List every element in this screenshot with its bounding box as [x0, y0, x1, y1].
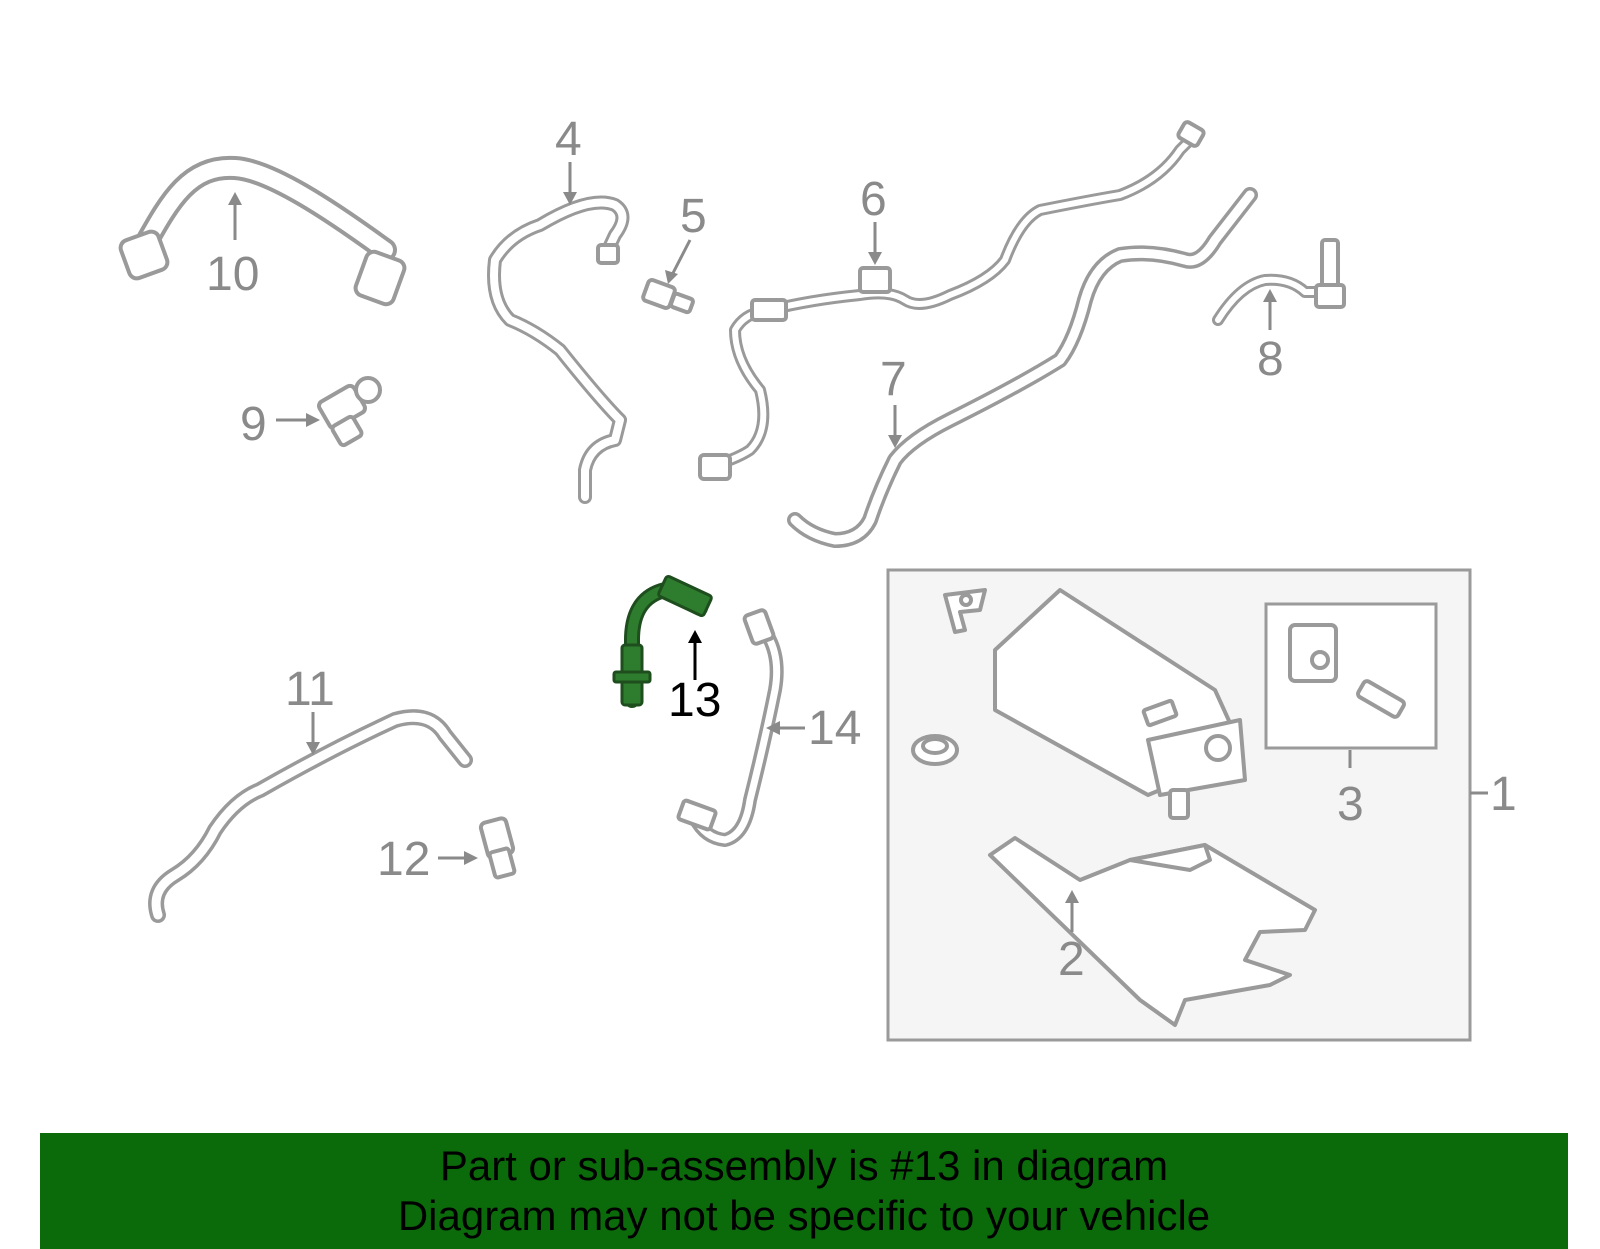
arrow-4: [563, 192, 577, 205]
leader-5: [670, 239, 692, 276]
callout-2: 2: [1058, 933, 1085, 986]
arrow-5: [665, 270, 678, 284]
callout-9: 9: [240, 398, 267, 451]
part-2-shield[interactable]: [988, 836, 1317, 1027]
arrow-14: [766, 721, 780, 735]
arrow-9: [306, 413, 320, 427]
callout-14: 14: [808, 702, 861, 755]
part-8-hose[interactable]: [1212, 238, 1346, 326]
parts-diagram: 10 4 5 6 7 8: [118, 113, 1517, 1042]
arrow-6: [868, 252, 882, 265]
banner-line-2: Diagram may not be specific to your vehi…: [397, 1192, 1211, 1239]
arrow-2: [1065, 890, 1079, 903]
callout-5: 5: [680, 190, 707, 243]
part-10-hose[interactable]: [118, 155, 407, 307]
callout-4: 4: [555, 113, 582, 166]
arrow-12: [464, 851, 478, 865]
callout-12: 12: [377, 833, 430, 886]
part-3-box: [1264, 602, 1438, 750]
arrow-13: [688, 630, 702, 643]
arrow-10: [228, 192, 242, 205]
part-5-valve[interactable]: [641, 278, 695, 315]
callout-11: 11: [285, 663, 335, 716]
part-14-tube[interactable]: [676, 608, 784, 847]
part-9-sensor[interactable]: [317, 376, 382, 448]
banner-line-1: Part or sub-assembly is #13 in diagram: [439, 1142, 1169, 1189]
grommet: [911, 734, 959, 766]
callout-13: 13: [668, 674, 721, 727]
arrow-11: [306, 742, 320, 755]
callout-8: 8: [1257, 333, 1284, 386]
part-7-tube[interactable]: [787, 187, 1258, 548]
part-12-valve[interactable]: [478, 816, 517, 880]
callout-1: 1: [1490, 768, 1517, 821]
canister[interactable]: [993, 588, 1247, 820]
arrow-7: [888, 435, 902, 448]
part-11-hose[interactable]: [148, 709, 473, 923]
info-banner: Part or sub-assembly is #13 in diagram D…: [40, 1133, 1568, 1249]
part-13-highlighted-hose[interactable]: [612, 574, 713, 708]
callout-7: 7: [880, 353, 907, 406]
part-4-hose[interactable]: [487, 195, 630, 504]
callout-10: 10: [206, 248, 259, 301]
callout-3: 3: [1337, 778, 1364, 831]
part-6-line[interactable]: [698, 120, 1206, 481]
callout-6: 6: [860, 173, 887, 226]
canister-bracket: [943, 588, 987, 634]
arrow-8: [1263, 289, 1277, 302]
